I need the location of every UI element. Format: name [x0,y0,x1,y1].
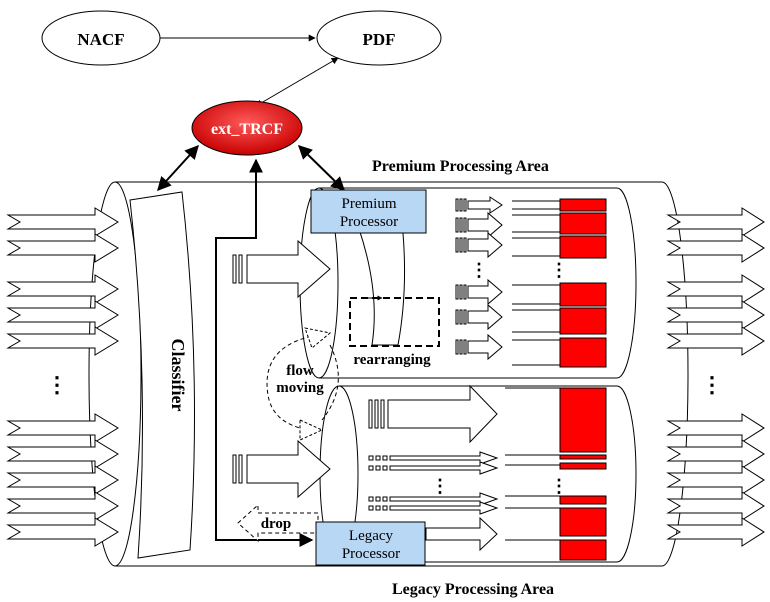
flow-moving-left-curve [266,334,319,429]
premium-big-flow-arrow [232,239,331,299]
trcf-premium-arrow [297,145,346,191]
ext-trcf-label: ext_TRCF [211,121,283,138]
premium-queue-ellipsis-left: ⋮ [470,260,488,280]
rearranging-label: rearranging [353,352,431,368]
flow-label-line1: flow [286,363,314,379]
drop-label: drop [261,516,292,532]
premium-queue-ellipsis-right: ⋮ [550,260,568,280]
premium-processor-label-2: Processor [340,214,398,230]
incoming-arrows [6,207,119,547]
legacy-big-flow-arrow [232,439,331,499]
legacy-processor-label-1: Legacy [349,528,394,544]
classifier-slab [129,191,195,559]
rearranging-box [349,297,440,347]
premium-queues [455,196,607,368]
trcf-pdf-arrow [255,57,339,107]
pdf-node [316,10,442,66]
pdf-label: PDF [362,30,395,49]
classifier-label: Classifier [168,339,188,412]
ext-trcf-node [191,100,303,156]
nacf-label: NACF [77,30,124,49]
legacy-queues [368,384,607,561]
flow-label-line2: moving [276,380,324,396]
legacy-processor-label-2: Processor [342,546,400,562]
trcf-classifier-arrow [157,144,199,192]
outgoing-arrows [666,207,765,547]
legacy-queue-ellipsis-left: ⋮ [431,476,449,496]
incoming-ellipsis: ⋮ [46,372,68,397]
legacy-processor-box [315,521,426,566]
premium-processor-label-1: Premium [342,196,397,212]
legacy-queue-ellipsis-right: ⋮ [550,476,568,496]
drop-arrow [237,503,319,543]
outgoing-ellipsis: ⋮ [701,372,723,397]
premium-processor-box [310,189,427,234]
legacy-area-title: Legacy Processing Area [392,581,554,598]
premium-area-title: Premium Processing Area [372,158,549,175]
flow-moving-right-curve [321,344,339,421]
